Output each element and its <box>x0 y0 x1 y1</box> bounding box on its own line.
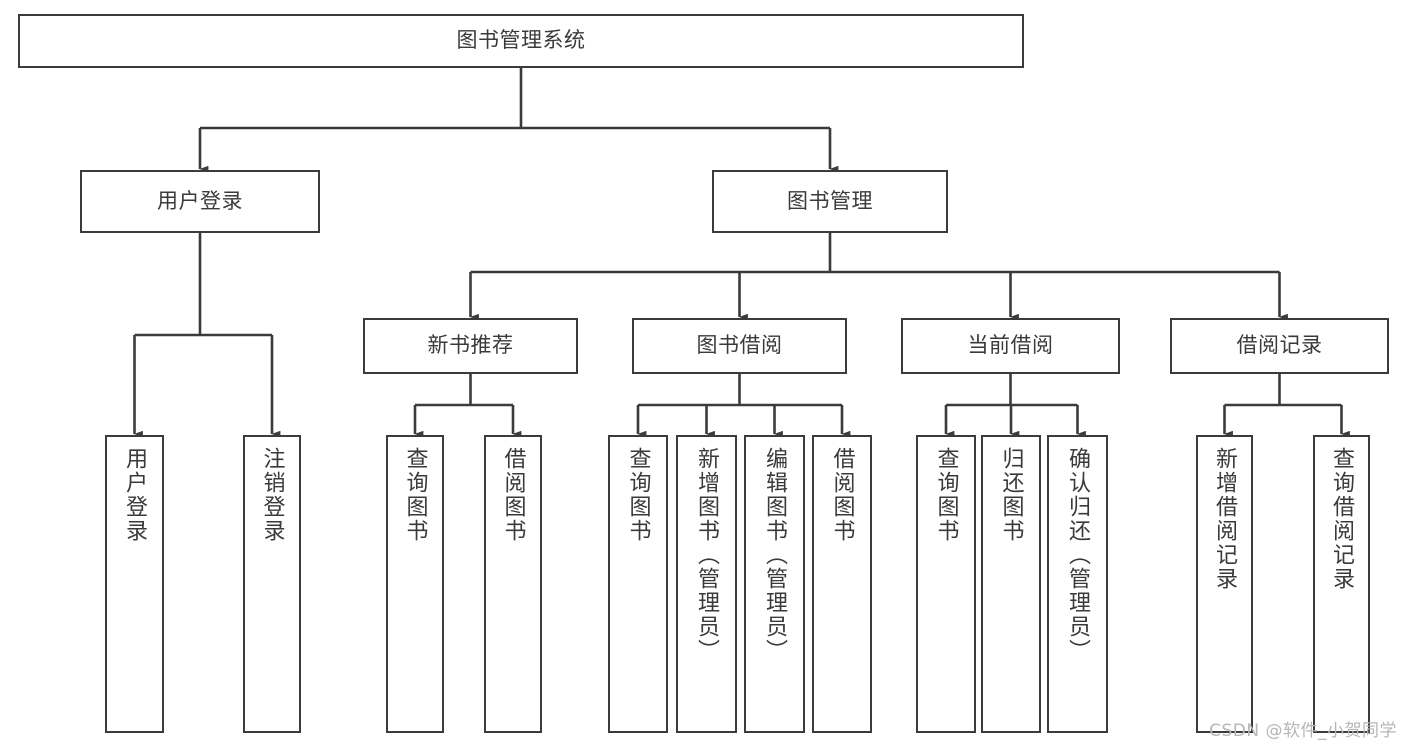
node-leaf-query-book-3[interactable]: 查询图书 <box>916 435 976 733</box>
node-label: 新书推荐 <box>427 333 514 358</box>
node-leaf-add-record[interactable]: 新增借阅记录 <box>1196 435 1253 733</box>
node-label: 查询图书 <box>933 447 959 543</box>
node-label: 新增图书（管理员） <box>694 447 720 663</box>
node-book-manage[interactable]: 图书管理 <box>712 170 948 233</box>
node-new-book-rec[interactable]: 新书推荐 <box>363 318 578 374</box>
node-leaf-return-book[interactable]: 归还图书 <box>981 435 1041 733</box>
node-root[interactable]: 图书管理系统 <box>18 14 1024 68</box>
edge-group <box>133 68 1350 438</box>
node-label: 图书管理系统 <box>456 28 586 53</box>
node-label: 归还图书 <box>998 447 1024 543</box>
node-label: 当前借阅 <box>967 333 1054 358</box>
node-leaf-user-login[interactable]: 用户登录 <box>105 435 164 733</box>
node-label: 用户登录 <box>122 447 148 543</box>
node-leaf-query-record[interactable]: 查询借阅记录 <box>1313 435 1370 733</box>
node-label: 新增借阅记录 <box>1212 447 1238 591</box>
watermark-credit: CSDN @软件_小贺同学 <box>1209 721 1397 741</box>
node-leaf-query-book-1[interactable]: 查询图书 <box>386 435 444 733</box>
node-label: 图书管理 <box>787 188 873 213</box>
node-leaf-user-logout[interactable]: 注销登录 <box>243 435 301 733</box>
node-label: 借阅图书 <box>829 447 855 543</box>
node-borrow-record[interactable]: 借阅记录 <box>1170 318 1389 374</box>
node-label: 借阅图书 <box>500 447 526 543</box>
node-label: 借阅记录 <box>1236 333 1323 358</box>
node-label: 查询图书 <box>402 447 428 543</box>
node-leaf-borrow-book-2[interactable]: 借阅图书 <box>812 435 872 733</box>
node-label: 图书借阅 <box>696 333 783 358</box>
node-label: 注销登录 <box>259 447 285 543</box>
node-leaf-query-book-2[interactable]: 查询图书 <box>608 435 668 733</box>
node-label: 编辑图书（管理员） <box>762 447 788 663</box>
node-leaf-borrow-book-1[interactable]: 借阅图书 <box>484 435 542 733</box>
node-leaf-confirm-ret[interactable]: 确认归还（管理员） <box>1047 435 1108 733</box>
node-label: 查询借阅记录 <box>1329 447 1355 591</box>
node-leaf-edit-book[interactable]: 编辑图书（管理员） <box>744 435 805 733</box>
node-user-login[interactable]: 用户登录 <box>80 170 320 233</box>
node-label: 确认归还（管理员） <box>1065 447 1091 663</box>
node-label: 用户登录 <box>157 188 243 213</box>
node-current-borrow[interactable]: 当前借阅 <box>901 318 1120 374</box>
node-leaf-add-book[interactable]: 新增图书（管理员） <box>676 435 737 733</box>
node-label: 查询图书 <box>625 447 651 543</box>
node-book-borrow[interactable]: 图书借阅 <box>632 318 847 374</box>
